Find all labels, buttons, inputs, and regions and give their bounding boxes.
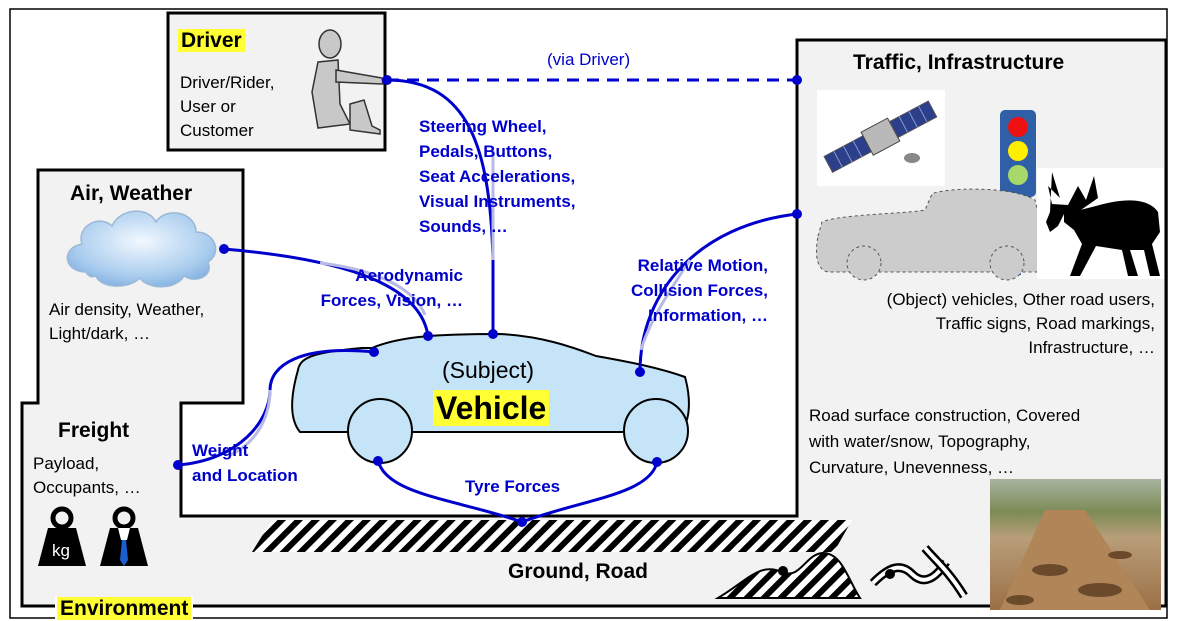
connection-nodes (173, 75, 802, 527)
weight-kg-label: kg (52, 541, 70, 560)
freight-interaction-lines: Weight and Location (192, 441, 298, 485)
via-driver-label: (via Driver) (547, 50, 631, 69)
environment-title: Environment (55, 597, 194, 621)
tyre-forces-label: Tyre Forces (465, 477, 561, 496)
ground-title: Ground, Road (508, 560, 648, 583)
tyre-link-front (521, 461, 659, 524)
vehicle-name: Vehicle (433, 390, 550, 427)
driver-lines: Driver/Rider, User or Customer (180, 73, 275, 140)
occupant-weight-icon (100, 506, 148, 566)
interaction-lines-light (229, 150, 692, 457)
air-interaction-lines: Aerodynamic Forces, Vision, … (320, 266, 463, 310)
moose-icon (1037, 168, 1164, 279)
traffic-objects-lines: (Object) vehicles, Other road users, Tra… (886, 290, 1155, 357)
freight-title: Freight (58, 419, 130, 442)
driver-title: Driver (178, 29, 245, 53)
terrain-node-icon (778, 566, 788, 576)
road-lines: Road surface construction, Covered with … (809, 406, 1081, 477)
subject-vehicle-shape (291, 332, 690, 464)
traffic-interaction-lines: Relative Motion, Collision Forces, Infor… (631, 256, 768, 325)
vehicle-subject-label: (Subject) (442, 357, 535, 383)
tyre-link-rear (376, 459, 523, 524)
driver-interaction-lines: Steering Wheel, Pedals, Buttons, Seat Ac… (419, 117, 576, 236)
freight-lines: Payload, Occupants, … (33, 454, 141, 497)
air-title: Air, Weather (70, 182, 193, 205)
air-lines: Air density, Weather, Light/dark, … (49, 300, 205, 343)
traffic-title: Traffic, Infrastructure (853, 51, 1065, 74)
air-vehicle-link (223, 247, 430, 337)
satellite-icon (817, 90, 945, 186)
road-photo (990, 479, 1161, 610)
weight-kg-icon (38, 506, 86, 566)
terrain-hill-icon (714, 551, 862, 599)
driver-figure-icon (311, 29, 384, 135)
cloud-icon (66, 210, 217, 288)
ground-hatch (252, 520, 852, 552)
